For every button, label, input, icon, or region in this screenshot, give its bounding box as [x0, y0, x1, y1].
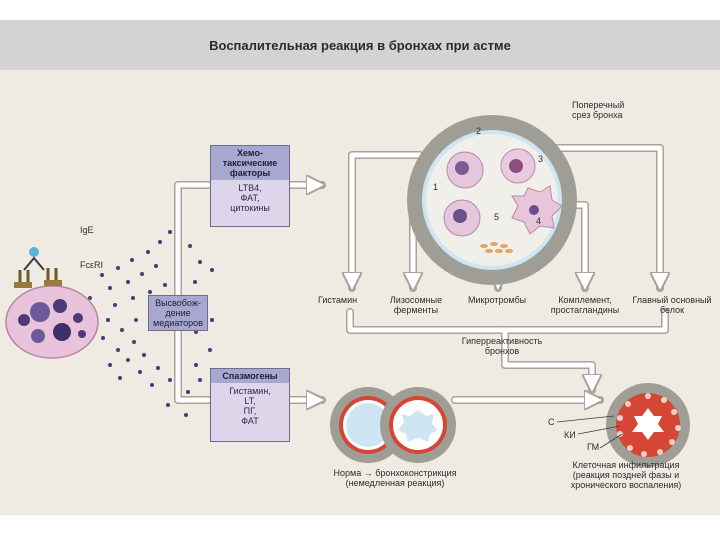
spasmogens-body-line3: ПГ,	[243, 406, 257, 416]
spasmogens-body-line4: ФАТ	[241, 416, 259, 426]
marker-gm: ГМ	[587, 442, 600, 452]
fceri-label: FcεRI	[80, 260, 104, 270]
released-mediators-box: Высвобож- дение медиаторов	[148, 295, 208, 331]
cross-section-line2: срез бронха	[572, 110, 623, 120]
mediator-dots	[88, 230, 217, 417]
chemotactic-factors-head: Хемо- таксические факторы	[211, 146, 289, 180]
spasmogens-body-line1: Гистамин,	[229, 386, 271, 396]
effect-major-basic: Главный основный белок	[628, 295, 716, 315]
infiltration-line1: Клеточная инфильтрация	[572, 460, 680, 470]
cell-number-3: 3	[538, 154, 544, 164]
marker-ki: КИ	[564, 430, 576, 440]
effect-lysosomal: Лизосомные ферменты	[380, 295, 452, 315]
figure: Воспалительная реакция в бронхах при аст…	[0, 20, 720, 515]
effect-microthrombi: Микротромбы	[468, 295, 527, 305]
infiltration-line2: (реакция поздней фазы и	[572, 470, 680, 480]
chemotactic-head-line1: Хемо-	[237, 148, 263, 158]
bronchus-cross-section	[407, 115, 577, 285]
chemotactic-factors-box: Хемо- таксические факторы LTB4, ФАТ, цит…	[210, 145, 290, 227]
effect-complement: Комплемент, простагландины	[540, 295, 630, 315]
released-mediators-line1: Высвобож-	[155, 298, 201, 308]
diagram-canvas	[5, 115, 690, 467]
effect-lysosomal-line1: Лизосомные	[389, 295, 443, 305]
chemotactic-head-line3: факторы	[229, 168, 271, 178]
bronchoconstriction-caption: Норма → бронхоконстрикция (немедленная р…	[320, 468, 470, 488]
effect-lysosomal-line2: ферменты	[393, 305, 439, 315]
chemotactic-factors-body: LTB4, ФАТ, цитокины	[211, 180, 289, 216]
infiltration-caption: Клеточная инфильтрация (реакция поздней …	[556, 460, 696, 490]
released-mediators-line2: дение	[165, 308, 191, 318]
bronchoconstriction-line2: (немедленная реакция)	[345, 478, 445, 488]
cell-number-2: 2	[476, 126, 482, 136]
chemotactic-body-line3: цитокины	[230, 203, 270, 213]
spasmogens-box: Спазмогены Гистамин, LT, ПГ, ФАТ	[210, 368, 290, 442]
effect-major-basic-line1: Главный основный	[632, 295, 712, 305]
marker-c: С	[548, 417, 555, 427]
cell-number-5: 5	[494, 212, 500, 222]
hyperreactivity-line1: Гиперреактивность	[461, 336, 543, 346]
figure-title: Воспалительная реакция в бронхах при аст…	[209, 38, 511, 53]
chemotactic-body-line2: ФАТ,	[240, 193, 260, 203]
bronchoconstriction-line1: Норма → бронхоконстрикция	[333, 468, 457, 478]
released-mediators-line3: медиаторов	[153, 318, 203, 328]
ige-label: IgE	[80, 225, 94, 235]
bronchus-infiltration	[556, 383, 690, 467]
title-band: Воспалительная реакция в бронхах при аст…	[0, 20, 720, 70]
chemotactic-head-line2: таксические	[222, 158, 278, 168]
effect-major-basic-line2: белок	[659, 305, 685, 315]
infiltration-line3: хронического воспаления)	[570, 480, 682, 490]
hyperreactivity-label: Гиперреактивность бронхов	[450, 336, 554, 356]
cell-number-4: 4	[536, 216, 542, 226]
cross-section-label: Поперечный срез бронха	[572, 100, 624, 120]
cell-number-1: 1	[433, 182, 439, 192]
spasmogens-body: Гистамин, LT, ПГ, ФАТ	[211, 383, 289, 429]
effect-complement-line2: простагландины	[550, 305, 620, 315]
bronchi-constriction	[330, 387, 456, 463]
cross-section-line1: Поперечный	[572, 100, 625, 110]
effect-complement-line1: Комплемент,	[558, 295, 612, 305]
chemotactic-body-line1: LTB4,	[238, 183, 262, 193]
spasmogens-head: Спазмогены	[211, 369, 289, 383]
spasmogens-body-line2: LT,	[244, 396, 256, 406]
effect-histamine: Гистамин	[318, 295, 358, 305]
mast-cell	[5, 247, 99, 359]
hyperreactivity-line2: бронхов	[484, 346, 520, 356]
